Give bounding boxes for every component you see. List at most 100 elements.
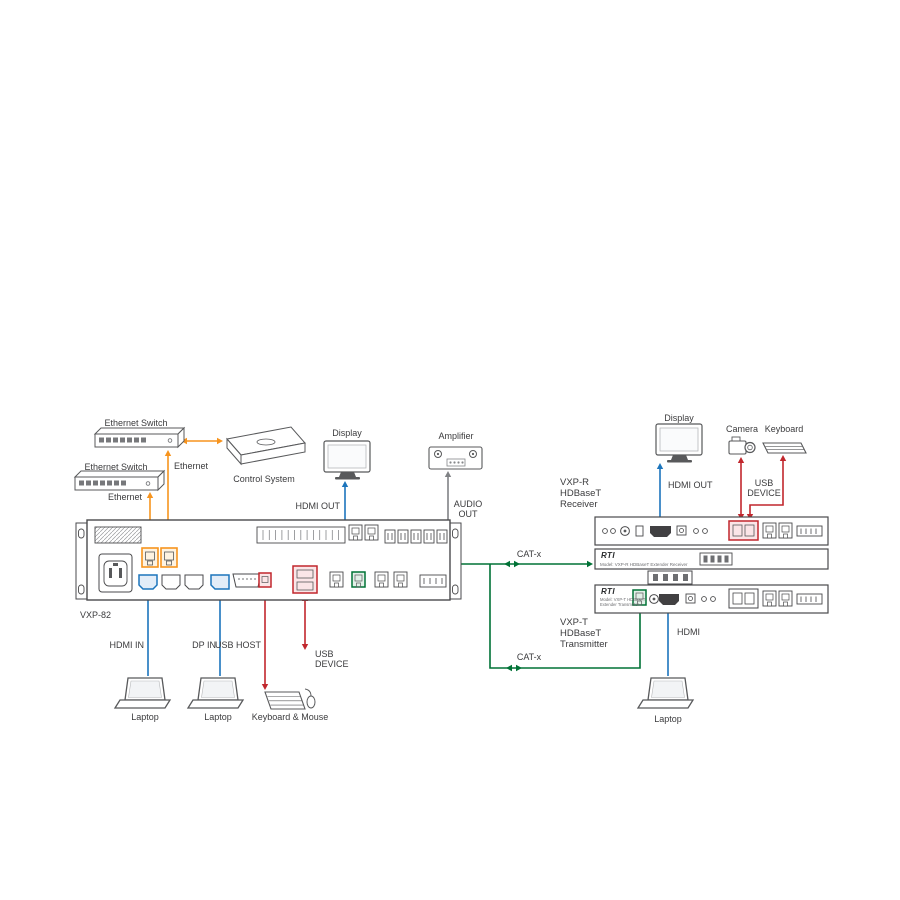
phoenix-connector	[419, 574, 447, 588]
amplifier-device	[428, 446, 483, 470]
arrow-down-icon	[261, 684, 269, 690]
receiver-model-text: Model: VXP-R HDBaseT Extender Receiver	[600, 562, 688, 567]
lan-port	[778, 522, 793, 539]
dp-in-port	[210, 574, 230, 590]
control-terminal-strip	[256, 526, 346, 544]
catx-receiver-label: CAT-x	[516, 549, 542, 559]
arrow-up-icon	[164, 450, 172, 456]
hdmi-in-port	[138, 574, 158, 590]
ethernet-port	[160, 547, 178, 568]
transmitter-brand-logo: RTI	[601, 587, 615, 596]
arrow-up-icon	[146, 492, 154, 498]
ethernet-port	[141, 547, 159, 568]
phoenix-connector	[796, 593, 823, 605]
power-inlet	[98, 553, 133, 593]
display-right-label: Display	[664, 413, 694, 423]
vxp82-label: VXP-82	[80, 610, 112, 620]
transmitter-name-block: VXP-T HDBaseT Transmitter	[560, 617, 640, 650]
arrow-down-icon	[301, 644, 309, 650]
control-system-label: Control System	[233, 474, 295, 484]
ethernet-switch-top-device	[93, 426, 186, 449]
laptop-hdmi-device	[113, 677, 172, 709]
transmitter-name: VXP-T	[560, 617, 588, 628]
catx-cables	[461, 560, 644, 672]
usb-device-label: USB DEVICE	[315, 649, 349, 669]
lan-port	[393, 571, 408, 588]
vxpr-rear-panel	[594, 516, 829, 546]
receiver-name-block: VXP-R HDBaseT Receiver	[560, 477, 632, 510]
usb-device-right-label: USB DEVICE	[747, 478, 781, 498]
ethernet-switch-top-label: Ethernet Switch	[104, 418, 168, 428]
lan-port	[778, 590, 793, 607]
lan-port	[762, 522, 777, 539]
amplifier-label: Amplifier	[438, 431, 474, 441]
ethernet-switch-left-label: Ethernet Switch	[84, 462, 148, 472]
catx-transmitter-label: CAT-x	[516, 652, 542, 662]
laptop-dp-device	[186, 677, 245, 709]
display-left-device	[323, 440, 371, 480]
laptop-hdmi-label: Laptop	[131, 712, 159, 722]
arrow-left-icon	[504, 560, 510, 568]
hdbaset-in-port	[632, 589, 647, 606]
lan-ports-top	[348, 524, 379, 541]
vxpt-dip-panel	[647, 570, 693, 585]
arrow-left-icon	[506, 664, 512, 672]
dp-in-label: DP IN	[192, 640, 216, 650]
receiver-brand-logo: RTI	[601, 551, 615, 560]
usb-device-ports	[728, 520, 759, 541]
ethernet-switch-left-device	[73, 469, 166, 492]
vga-port	[232, 573, 262, 588]
camera-device	[728, 436, 756, 455]
transmitter-role: Transmitter	[560, 639, 608, 650]
receiver-name: VXP-R	[560, 477, 590, 488]
lan-port	[762, 590, 777, 607]
vxp82-device	[75, 519, 462, 601]
keyboard-device	[762, 442, 807, 454]
arrow-up-icon	[444, 471, 452, 477]
hdbaset-out-port	[351, 571, 366, 588]
keyboard-mouse-label: Keyboard & Mouse	[251, 712, 329, 722]
hdmi-out-port	[650, 526, 671, 537]
arrow-up-icon	[341, 481, 349, 487]
lan-port	[374, 571, 389, 588]
receiver-tech: HDBaseT	[560, 488, 602, 499]
catx-cable-transmitter	[489, 564, 641, 669]
usb-ports	[728, 588, 759, 609]
keyboard-mouse-device	[264, 688, 316, 710]
dip-switches	[699, 552, 733, 566]
ethernet-top-label: Ethernet	[174, 461, 209, 471]
laptop-dp-label: Laptop	[204, 712, 232, 722]
usb-host-label: USB HOST	[214, 640, 261, 650]
laptop-right-device	[636, 677, 695, 709]
audio-cable	[444, 471, 452, 524]
audio-out-terminals	[384, 529, 448, 544]
keyboard-usb-cable	[749, 461, 784, 514]
laptop-right-label: Laptop	[654, 714, 682, 724]
vxpt-rear-panel	[594, 584, 829, 614]
vxpr-front-panel	[594, 548, 829, 570]
ethernet-left-label: Ethernet	[107, 492, 143, 502]
arrow-up-icon	[656, 463, 664, 469]
lan-port	[329, 571, 344, 588]
usb-device-ports	[292, 565, 318, 594]
arrow-right-icon	[516, 664, 522, 672]
usb-host-port	[258, 572, 272, 588]
hdmi-in-label: HDMI IN	[109, 640, 145, 650]
keyboard-label: Keyboard	[764, 424, 804, 434]
hdmi-out-left-label: HDMI OUT	[295, 501, 341, 511]
audio-out-label: AUDIO OUT	[453, 499, 483, 519]
phoenix-connector	[796, 525, 823, 537]
hdmi-in-port	[659, 594, 679, 605]
hdmi-out-right-label: HDMI OUT	[668, 480, 713, 490]
hdmi-right-label: HDMI	[677, 627, 700, 637]
display-left-label: Display	[332, 428, 362, 438]
display-right-device	[655, 423, 703, 463]
receiver-role: Receiver	[560, 499, 598, 510]
control-system-device	[226, 426, 306, 466]
transmitter-model-text: Model: VXP-T HDBaseT Extender Transmitte…	[600, 597, 646, 607]
hdmi-port	[161, 574, 181, 590]
arrow-right-icon	[514, 560, 520, 568]
camera-label: Camera	[725, 424, 758, 434]
